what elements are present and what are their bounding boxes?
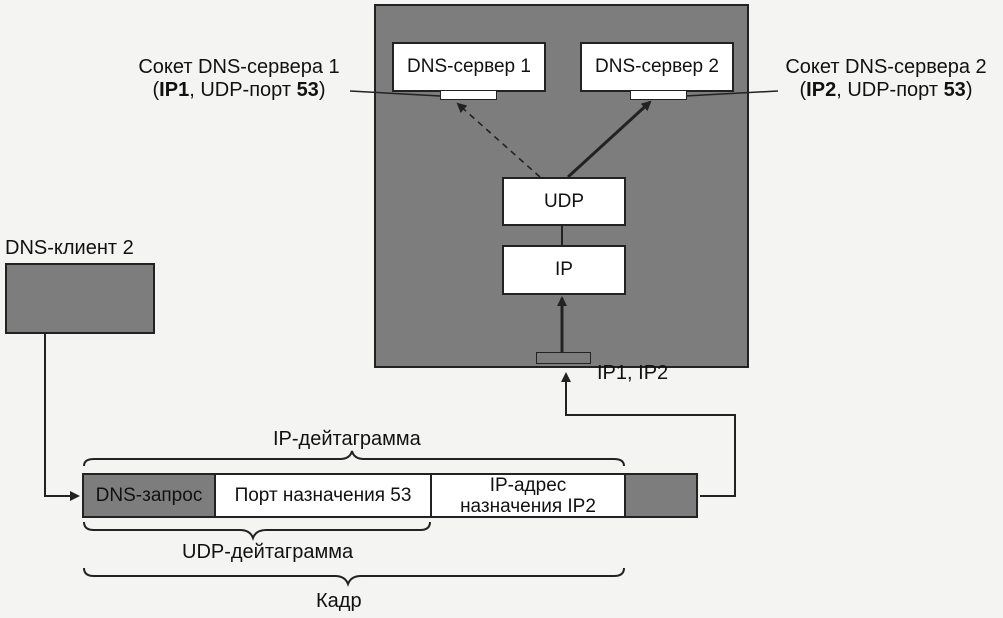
socket-2-port-number: 53	[943, 79, 966, 101]
dns-client-label: DNS-клиент 2	[5, 237, 134, 259]
interface-addresses: IP1, IP2	[597, 362, 669, 384]
arrow-to-server2	[566, 100, 652, 179]
udp-datagram-brace	[83, 521, 431, 541]
dns-server-2-label: DNS-сервер 2	[595, 56, 719, 77]
dashed-arrow-to-server1	[456, 102, 541, 178]
socket-2-caption: Сокет DNS-сервера 2 (IP2, UDP-порт 53)	[772, 56, 1000, 102]
socket2-leader	[684, 90, 779, 97]
dest-ip-label-line1: IP-адрес	[489, 474, 567, 496]
socket-2-title: Сокет DNS-сервера 2	[785, 56, 987, 78]
socket-1-caption: Сокет DNS-сервера 1 (IP1, UDP-порт 53)	[126, 56, 352, 102]
dest-port-label: Порт назначения 53	[234, 484, 412, 506]
network-interface	[536, 352, 591, 364]
socket-1-title: Сокет DNS-сервера 1	[138, 56, 340, 78]
udp-box: UDP	[502, 177, 626, 226]
dest-ip-label-line2: назначения IP2	[460, 495, 596, 517]
dns-server-1-box: DNS-сервер 1	[392, 42, 546, 92]
socket-1-port-number: 53	[296, 79, 319, 101]
ip-datagram-brace	[83, 450, 625, 467]
socket-1-ip: IP1	[159, 79, 190, 101]
ip-datagram-label: IP-дейтаграмма	[273, 428, 421, 450]
dns-request-label: DNS-запрос	[95, 484, 203, 506]
frame-label: Кадр	[316, 590, 362, 612]
dns-server-1-label: DNS-сервер 1	[407, 56, 531, 77]
ip-label: IP	[555, 259, 573, 280]
socket-2-address: (IP2, UDP-порт 53)	[799, 79, 973, 101]
socket-2-port	[630, 90, 687, 100]
arrow-client-to-frame	[44, 334, 80, 501]
dns-client-box	[5, 263, 155, 334]
dns-server-2-box: DNS-сервер 2	[580, 42, 734, 92]
udp-label: UDP	[543, 190, 585, 212]
ip-box: IP	[502, 245, 626, 295]
arrow-frame-to-interface	[561, 372, 736, 497]
dest-ip-segment: IP-адрес назначения IP2	[432, 473, 624, 518]
dest-port-segment: Порт назначения 53	[216, 473, 432, 518]
frame-trailer-segment	[624, 473, 698, 518]
dns-request-segment: DNS-запрос	[82, 473, 216, 518]
frame-brace	[83, 567, 625, 587]
socket-2-ip: IP2	[806, 79, 837, 101]
socket-1-port	[440, 90, 497, 100]
socket1-leader	[349, 90, 441, 97]
socket-1-address: (IP1, UDP-порт 53)	[152, 79, 326, 101]
udp-datagram-label: UDP-дейтаграмма	[182, 541, 354, 563]
